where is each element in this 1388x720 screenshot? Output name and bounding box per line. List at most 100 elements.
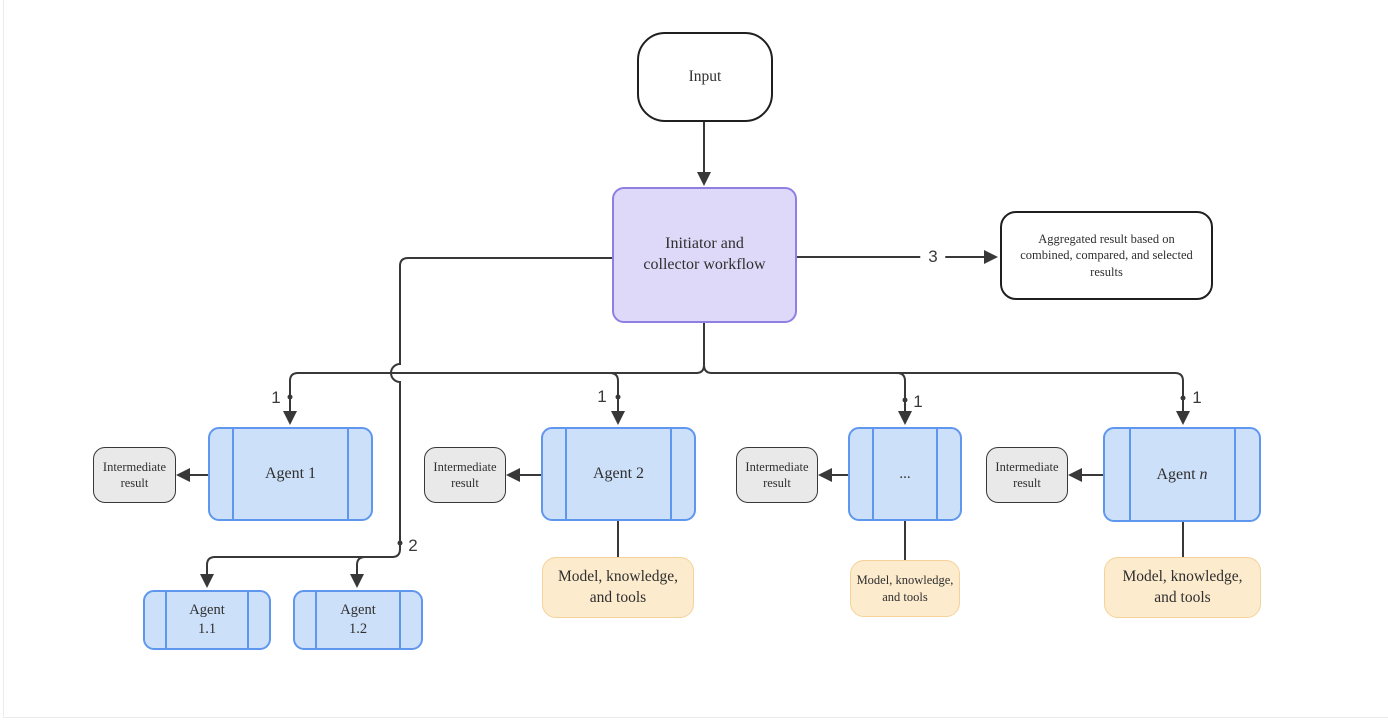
- tools-line1: Model, knowledge,: [557, 568, 679, 586]
- arrowhead: [176, 468, 190, 482]
- tools-line2: and tools: [882, 589, 928, 604]
- node-agent-1-2-label: Agent 1.2: [340, 601, 375, 639]
- agent-n-prefix: Agent: [1156, 465, 1200, 483]
- node-intermediate-result-3: Intermediate result: [736, 447, 818, 503]
- edge-dot: [1180, 395, 1186, 401]
- intermediate-label: Intermediate result: [103, 459, 166, 492]
- edge-distributor-right: [703, 323, 1184, 418]
- node-aggregated-result: Aggregated result based on combined, com…: [1000, 211, 1213, 300]
- arrowhead: [818, 468, 832, 482]
- intermediate-label: Intermediate result: [745, 459, 808, 492]
- edge-label-2: 2: [408, 536, 418, 555]
- node-agent-ellipsis-label: ...: [899, 465, 911, 482]
- node-tools-agent-ellipsis: Model, knowledge, and tools: [850, 560, 960, 617]
- canvas-bottom-edge: [3, 717, 1388, 718]
- edge-drop-agent-dots: [896, 372, 906, 418]
- subroutine-bar: [165, 592, 167, 648]
- arrowhead: [697, 172, 711, 186]
- aggregated-line2: combined, compared, and selected: [1020, 248, 1193, 263]
- agent-1-1-line2: 1.1: [197, 621, 217, 637]
- node-agent-1: Agent 1: [208, 427, 373, 521]
- tools-line2: and tools: [1154, 588, 1211, 606]
- node-agent-n-label: Agent n: [1156, 466, 1207, 484]
- tools-line1: Model, knowledge,: [856, 573, 954, 588]
- arrowhead: [611, 411, 625, 425]
- arrowhead: [283, 411, 297, 425]
- arrowhead: [984, 250, 998, 264]
- node-input-label: Input: [688, 68, 722, 85]
- edge-dot: [397, 540, 403, 546]
- workflow-line1: Initiator and: [665, 235, 744, 253]
- connector-markers: [176, 172, 1190, 588]
- intermediate-line2: result: [763, 476, 791, 490]
- node-intermediate-result-2: Intermediate result: [424, 447, 506, 503]
- node-workflow: Initiator and collector workflow: [612, 187, 797, 323]
- arrowhead: [350, 574, 364, 588]
- intermediate-label: Intermediate result: [995, 459, 1058, 492]
- arrowhead: [200, 574, 214, 588]
- aggregated-line1: Aggregated result based on: [1038, 232, 1175, 247]
- agent-1-2-line1: Agent: [340, 602, 376, 619]
- edge-label-1-agent-ellipsis: 1: [913, 392, 923, 411]
- tools-line1: Model, knowledge,: [1122, 568, 1243, 586]
- tools-label: Model, knowledge, and tools: [558, 567, 678, 607]
- node-agent-1-2: Agent 1.2: [293, 590, 423, 650]
- subroutine-bar: [670, 429, 672, 519]
- subroutine-bar: [399, 592, 401, 648]
- node-agent-n: Agent n: [1103, 427, 1261, 522]
- intermediate-line1: Intermediate: [433, 459, 497, 474]
- tools-label: Model, knowledge, and tools: [857, 572, 954, 605]
- edge-dot: [902, 397, 908, 403]
- edge-dot: [615, 394, 621, 400]
- intermediate-line1: Intermediate: [102, 459, 167, 474]
- aggregated-line3: results: [1090, 264, 1123, 279]
- canvas-left-edge: [3, 0, 4, 717]
- edge-label-1-agent-n: 1: [1192, 388, 1202, 407]
- subroutine-bar: [565, 429, 567, 519]
- node-agent-2-label: Agent 2: [592, 465, 645, 482]
- edge-label-3: 3: [920, 247, 946, 267]
- intermediate-line1: Intermediate: [745, 459, 809, 474]
- node-tools-agent2: Model, knowledge, and tools: [542, 557, 694, 618]
- arrowhead: [1176, 411, 1190, 425]
- agent-n-italic: n: [1199, 465, 1208, 483]
- arrowhead: [898, 411, 912, 425]
- tools-line2: and tools: [589, 588, 647, 606]
- intermediate-line2: result: [451, 476, 479, 490]
- node-agent-2: Agent 2: [541, 427, 696, 521]
- node-intermediate-result-1: Intermediate result: [93, 447, 176, 503]
- workflow-line2: collector workflow: [643, 256, 766, 273]
- node-agent-1-1-label: Agent 1.1: [189, 601, 224, 639]
- subroutine-bar: [247, 592, 249, 648]
- arrowhead: [1068, 468, 1082, 482]
- node-input: Input: [637, 32, 773, 122]
- node-workflow-label: Initiator and collector workflow: [643, 234, 765, 276]
- node-agent-1-label: Agent 1: [264, 465, 317, 482]
- tools-label: Model, knowledge, and tools: [1122, 567, 1242, 607]
- arrowhead: [506, 468, 520, 482]
- edge-drop-agent2: [609, 372, 619, 418]
- edge-branch-agent12: [356, 556, 366, 578]
- node-agent-1-1: Agent 1.1: [143, 590, 271, 650]
- edge-distributor-left: [289, 364, 705, 418]
- edge-workflow-to-subagents: [206, 257, 612, 578]
- intermediate-line2: result: [1013, 476, 1041, 490]
- subroutine-bar: [315, 592, 317, 648]
- subroutine-bar: [1129, 429, 1131, 520]
- intermediate-label: Intermediate result: [433, 459, 496, 492]
- connector-lines: [189, 122, 1184, 578]
- node-aggregated-label: Aggregated result based on combined, com…: [1020, 231, 1193, 280]
- edge-label-1-agent1: 1: [271, 388, 281, 407]
- edge-label-1-agent2: 1: [597, 387, 607, 406]
- agent-1-2-line2: 1.2: [348, 621, 368, 637]
- subroutine-bar: [1234, 429, 1236, 520]
- node-tools-agent-n: Model, knowledge, and tools: [1104, 557, 1261, 618]
- intermediate-line1: Intermediate: [995, 459, 1059, 474]
- subroutine-bar: [936, 429, 938, 519]
- node-agent-ellipsis: ...: [848, 427, 962, 521]
- subroutine-bar: [347, 429, 349, 519]
- node-intermediate-result-4: Intermediate result: [986, 447, 1068, 503]
- intermediate-line2: result: [120, 476, 149, 490]
